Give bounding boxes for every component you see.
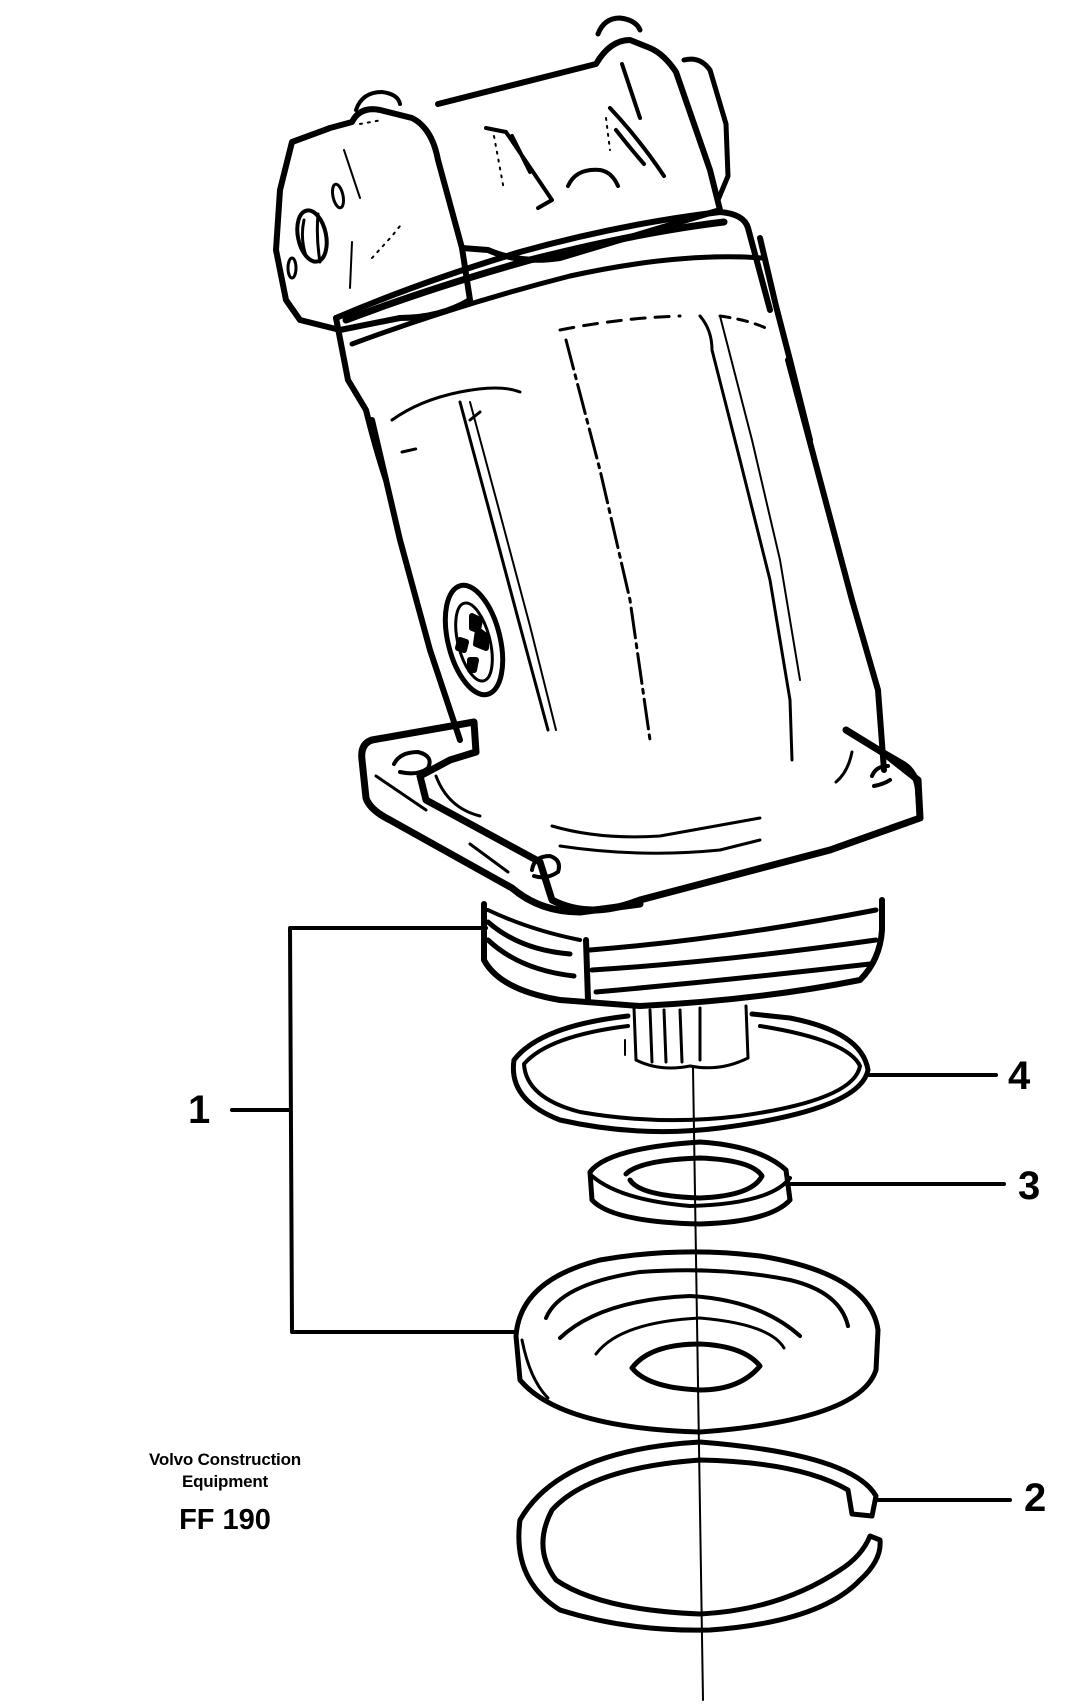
part-2-retaining-ring — [516, 1439, 883, 1633]
callout-label-3: 3 — [1018, 1164, 1041, 1208]
callout-label-1: 1 — [188, 1088, 211, 1132]
splined-shaft — [624, 1004, 750, 1070]
company-name-line1: Volvo Construction — [149, 1450, 301, 1469]
callout-label-2: 2 — [1024, 1476, 1047, 1520]
callout-leaders — [230, 926, 1012, 1502]
threaded-spigot — [481, 897, 885, 1009]
mounting-flange — [358, 718, 924, 916]
company-name-line2: Equipment — [181, 1472, 269, 1491]
drawing-code: FF 190 — [179, 1504, 271, 1536]
part-3-seal-ring — [587, 1139, 793, 1227]
seal-holder-cup — [513, 1249, 881, 1435]
motor-body — [333, 209, 887, 773]
drawing-caption: Volvo Construction Equipment FF 190 — [125, 1449, 325, 1537]
callout-label-4: 4 — [1008, 1054, 1031, 1098]
center-axis-line — [692, 1067, 704, 1701]
part-4-o-ring — [510, 1011, 871, 1135]
callout-1-bracket — [288, 926, 518, 1334]
motor-head — [273, 15, 731, 333]
